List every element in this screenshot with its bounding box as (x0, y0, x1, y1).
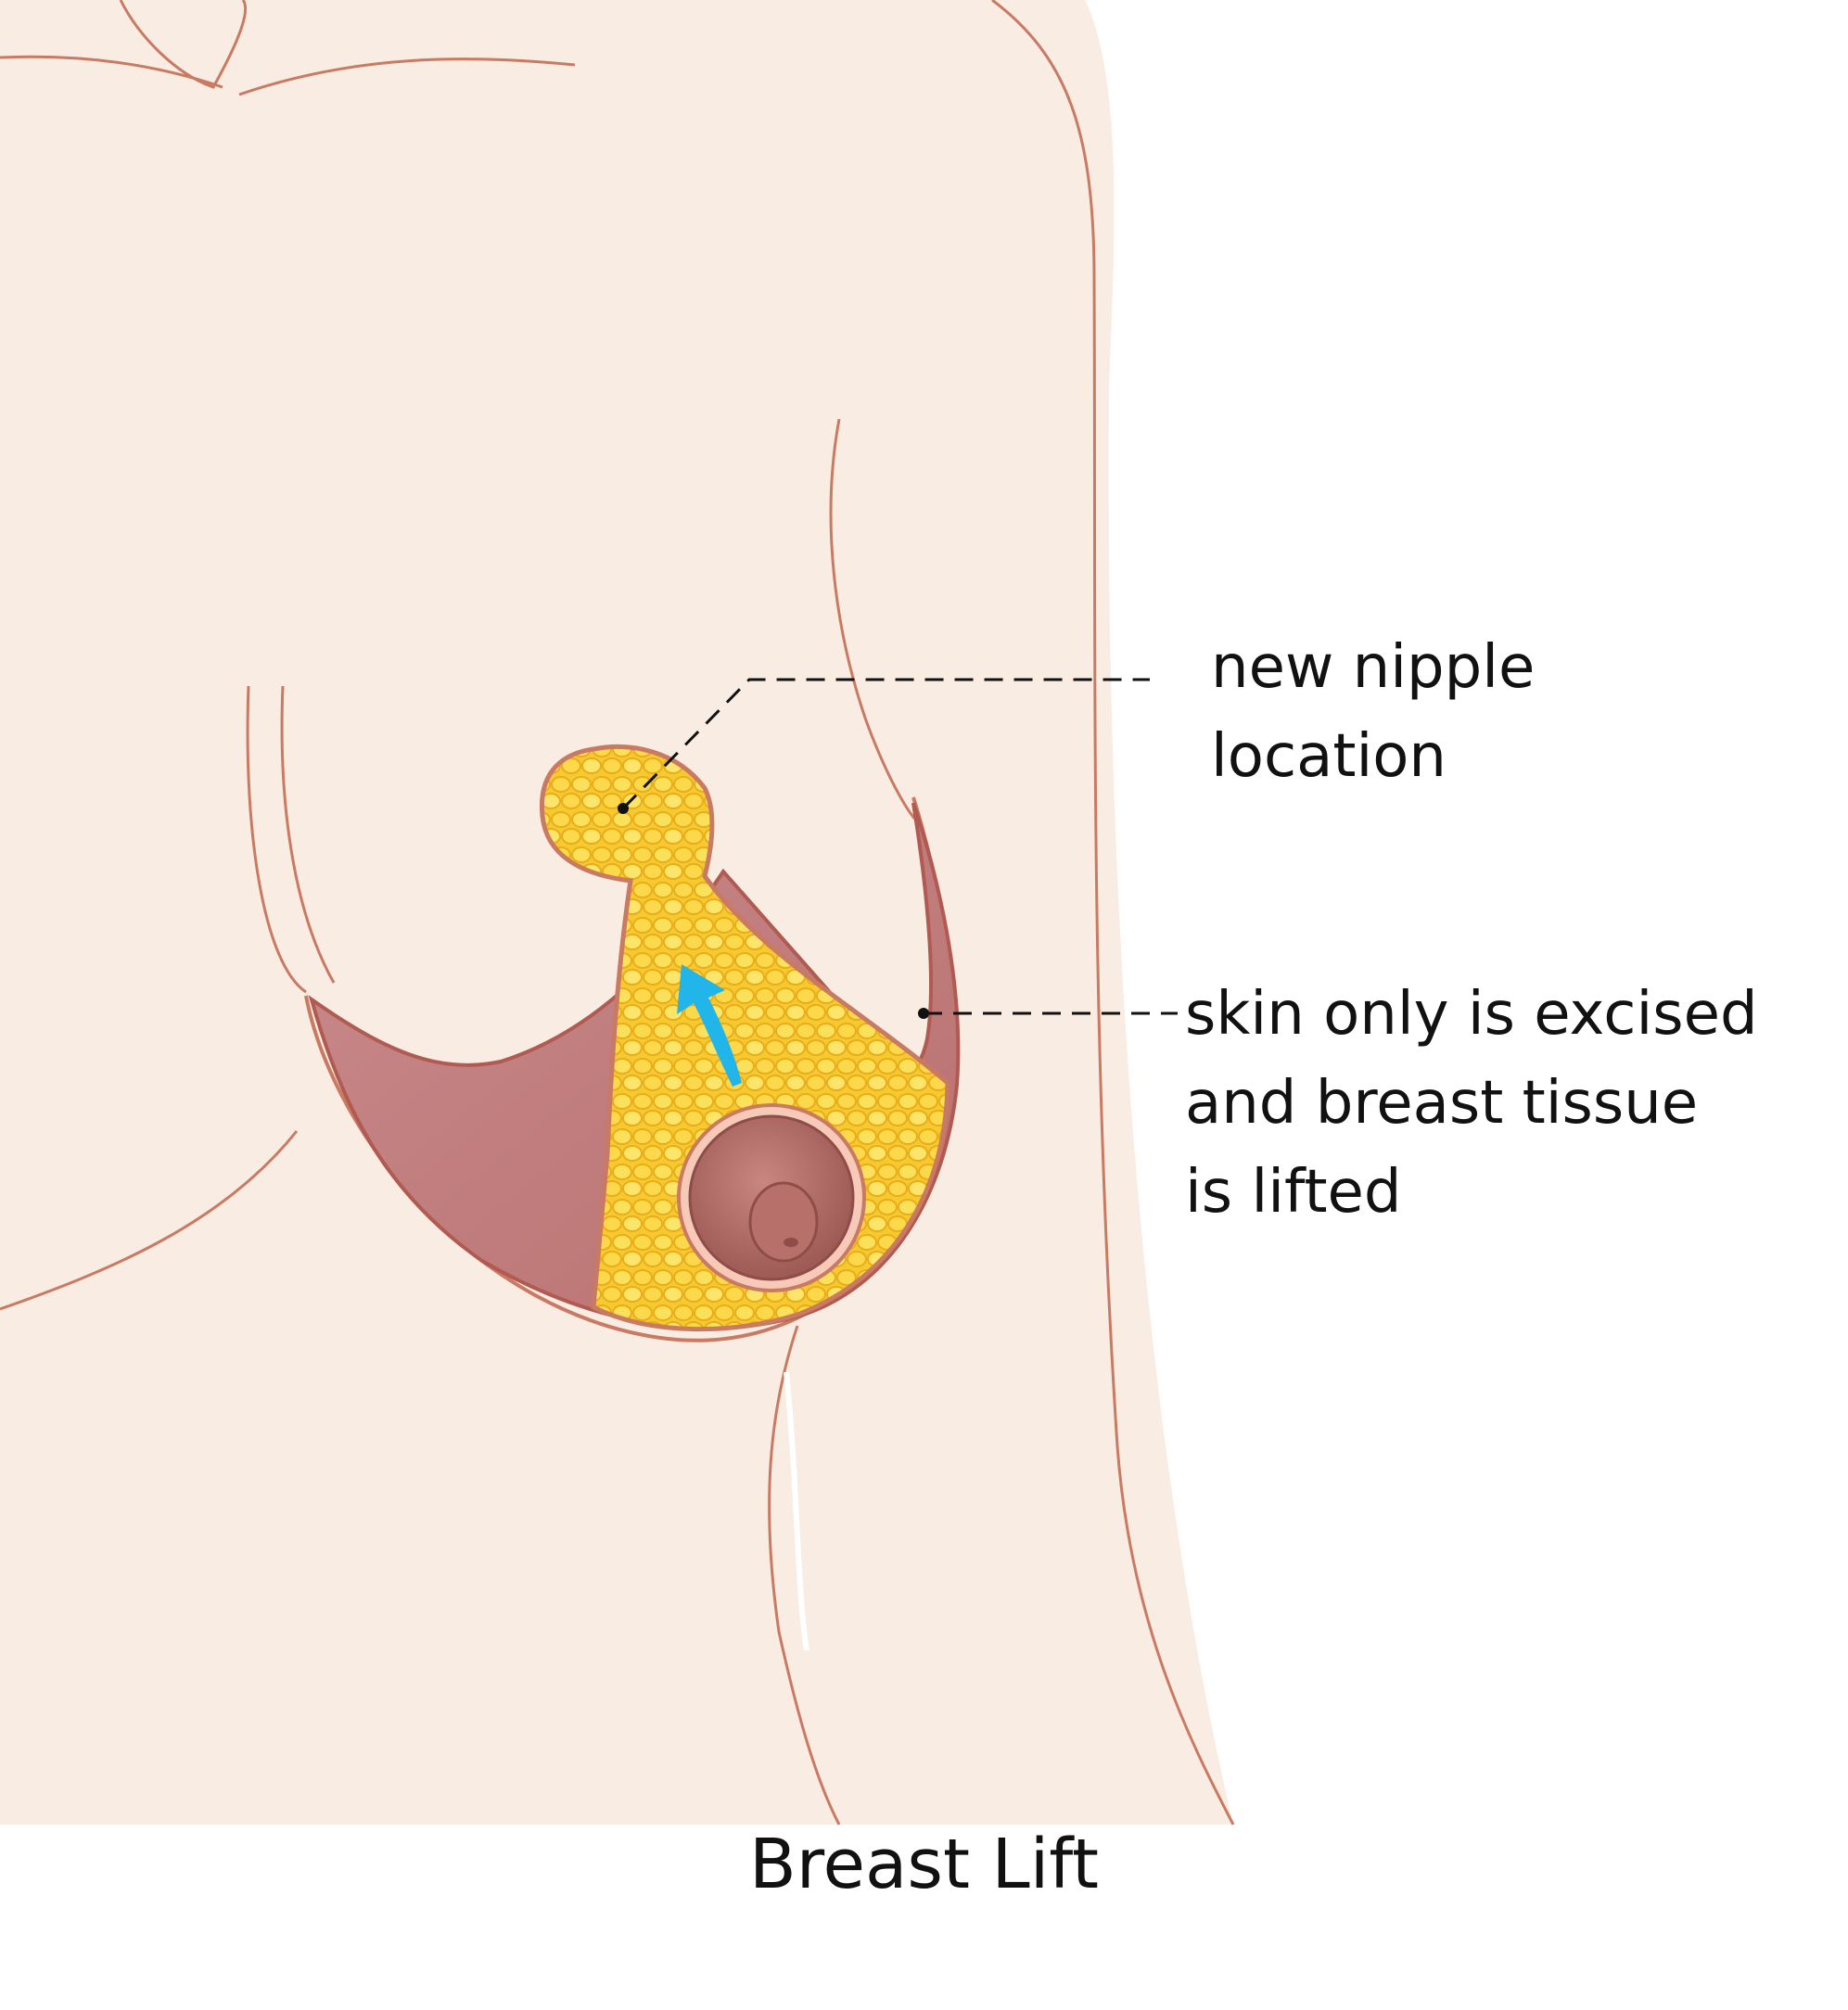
sternum-line-right (280, 685, 336, 984)
label-new-nipple-location: new nipple location (1211, 623, 1535, 801)
nipple-areola (677, 1103, 866, 1292)
diagram-title: Breast Lift (748, 1825, 1100, 1904)
neck-line-right (238, 57, 576, 96)
label-line: location (1211, 722, 1447, 791)
torso-skin (0, 0, 1233, 1825)
leader-new-nipple (618, 678, 1150, 814)
sternum-line (246, 685, 307, 994)
body-outline (991, 0, 1235, 1826)
label-line: is lifted (1185, 1158, 1402, 1227)
left-breast-line (0, 1130, 299, 1311)
leader-skin-excised (918, 1008, 1178, 1019)
label-line: skin only is excised (1185, 980, 1758, 1049)
side-line (829, 418, 921, 822)
label-line: new nipple (1211, 633, 1536, 702)
lower-fold (768, 1325, 841, 1826)
label-line: and breast tissue (1185, 1069, 1699, 1138)
lower-fold-inner (784, 1371, 809, 1651)
neck-line-center (119, 0, 248, 89)
lift-arrow (677, 964, 742, 1087)
label-skin-excised: skin only is excised and breast tissue i… (1185, 970, 1758, 1237)
